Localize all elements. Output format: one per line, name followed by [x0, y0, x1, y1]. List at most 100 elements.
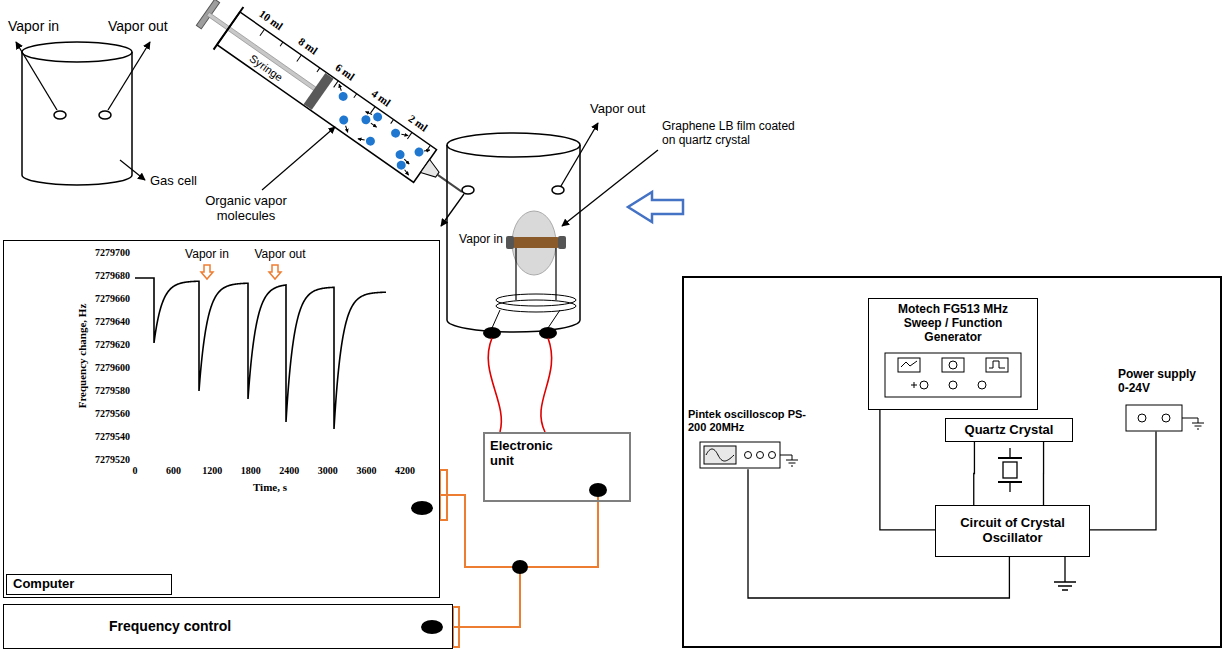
tick-label: 7279600 — [95, 362, 130, 374]
scale-tick — [371, 107, 376, 114]
generator-button — [901, 361, 917, 367]
connector-plug — [440, 470, 447, 520]
gas-cell — [22, 42, 132, 62]
sensor-mount — [539, 327, 557, 339]
flow-label: Vapor in — [459, 233, 503, 247]
scale-tick — [280, 42, 283, 46]
crystal-symbol — [998, 448, 1022, 492]
annotation-label: Vapor in — [185, 248, 229, 262]
generator-button — [942, 358, 964, 372]
connector-plug — [411, 501, 433, 515]
tick-label: 4200 — [395, 465, 415, 477]
tick-label: 7279620 — [95, 339, 130, 351]
tick-label: 7279640 — [95, 316, 130, 328]
tick-label: 3000 — [318, 465, 338, 477]
part-label: Graphene LB film coated on quartz crysta… — [662, 120, 802, 148]
syringe — [420, 159, 441, 181]
vapor-molecule — [319, 84, 431, 177]
tick-label: 7279560 — [95, 408, 130, 420]
node-label: Power supply 0-24V — [1118, 368, 1210, 396]
scale-tick — [260, 29, 265, 36]
part-label: Syringe — [247, 52, 285, 84]
event-marker — [201, 265, 213, 279]
motion-arrow — [343, 126, 350, 133]
gas-cell — [447, 133, 580, 157]
tick-label: 600 — [166, 465, 181, 477]
tick-label: 3600 — [356, 465, 376, 477]
terminal — [1138, 414, 1146, 422]
flow-arrow — [16, 42, 57, 110]
sensor-mount — [506, 236, 514, 249]
gas-cell — [54, 111, 66, 119]
oscilloscope-screen — [704, 446, 736, 464]
gas-cell — [22, 42, 132, 185]
tick-label: 1200 — [202, 465, 222, 477]
flow-arrow — [120, 160, 145, 180]
interface-box: Electronic unit — [483, 432, 631, 502]
motion-arrow — [358, 136, 365, 142]
wire — [1043, 442, 1044, 505]
wire — [748, 469, 1009, 598]
sensor-wire — [488, 338, 551, 432]
control-box: Frequency control — [3, 604, 453, 649]
knob — [745, 452, 752, 459]
generator-button — [986, 358, 1008, 372]
tick-label: 7279540 — [95, 431, 130, 443]
wire — [973, 442, 975, 505]
sensor-mount — [483, 211, 576, 339]
vapor-molecule — [394, 148, 407, 161]
oscilloscope: Pintek oscilloscop PS-200 20MHz — [688, 404, 808, 469]
waveform — [706, 449, 734, 461]
scale-tick — [391, 120, 394, 124]
flow-arrow — [561, 123, 598, 186]
syringe — [437, 175, 462, 192]
axis-title: Time, s — [253, 481, 287, 494]
oscilloscope-body — [700, 442, 780, 468]
generator-box: Motech FG513 MHz Sweep / Function Genera… — [868, 298, 1038, 410]
generator-box-icon — [884, 352, 1022, 398]
scale-label: 4 ml — [369, 87, 393, 109]
sensor-mount — [558, 236, 566, 249]
scale-label: 6 ml — [333, 61, 357, 83]
scale-tick — [428, 145, 431, 149]
flow-arrow — [441, 123, 658, 226]
polarity-mark — [911, 382, 917, 388]
tick-label: 0 — [133, 465, 138, 477]
gas-cell — [99, 111, 111, 119]
tick-label: 1800 — [241, 465, 261, 477]
motion-arrow — [401, 132, 408, 138]
vapor-molecule — [371, 111, 384, 124]
sensor-mount — [515, 248, 516, 300]
wire — [880, 410, 935, 530]
node-label: Quartz Crystal — [965, 423, 1054, 438]
wire — [440, 495, 598, 567]
syringe — [191, 0, 477, 213]
vapor-molecule — [337, 114, 350, 127]
frequency-chart — [135, 265, 386, 429]
flow-label: Vapor out — [108, 18, 168, 34]
vapor-molecule — [413, 146, 426, 159]
terminal — [1162, 414, 1170, 422]
terminal — [978, 381, 986, 389]
circuit-panel — [683, 277, 1221, 647]
syringe — [217, 12, 437, 182]
node-label: Motech FG513 MHz Sweep / Function Genera… — [888, 303, 1018, 344]
wire — [1090, 432, 1156, 530]
scale-tick — [317, 68, 320, 72]
motion-arrow — [424, 148, 430, 154]
node-label: Frequency control — [109, 618, 231, 634]
tick-label: 2400 — [279, 465, 299, 477]
generator-button — [989, 361, 1005, 368]
vapor-molecule — [364, 135, 377, 148]
connector-plug — [512, 560, 528, 574]
gas-cell — [22, 52, 132, 185]
sensor-mount — [512, 237, 560, 248]
ground-symbol — [780, 455, 798, 466]
crystal-symbol — [1009, 448, 1010, 458]
crystal-symbol — [1009, 482, 1010, 492]
wire — [453, 502, 598, 627]
tick-label: 7279680 — [95, 270, 130, 282]
